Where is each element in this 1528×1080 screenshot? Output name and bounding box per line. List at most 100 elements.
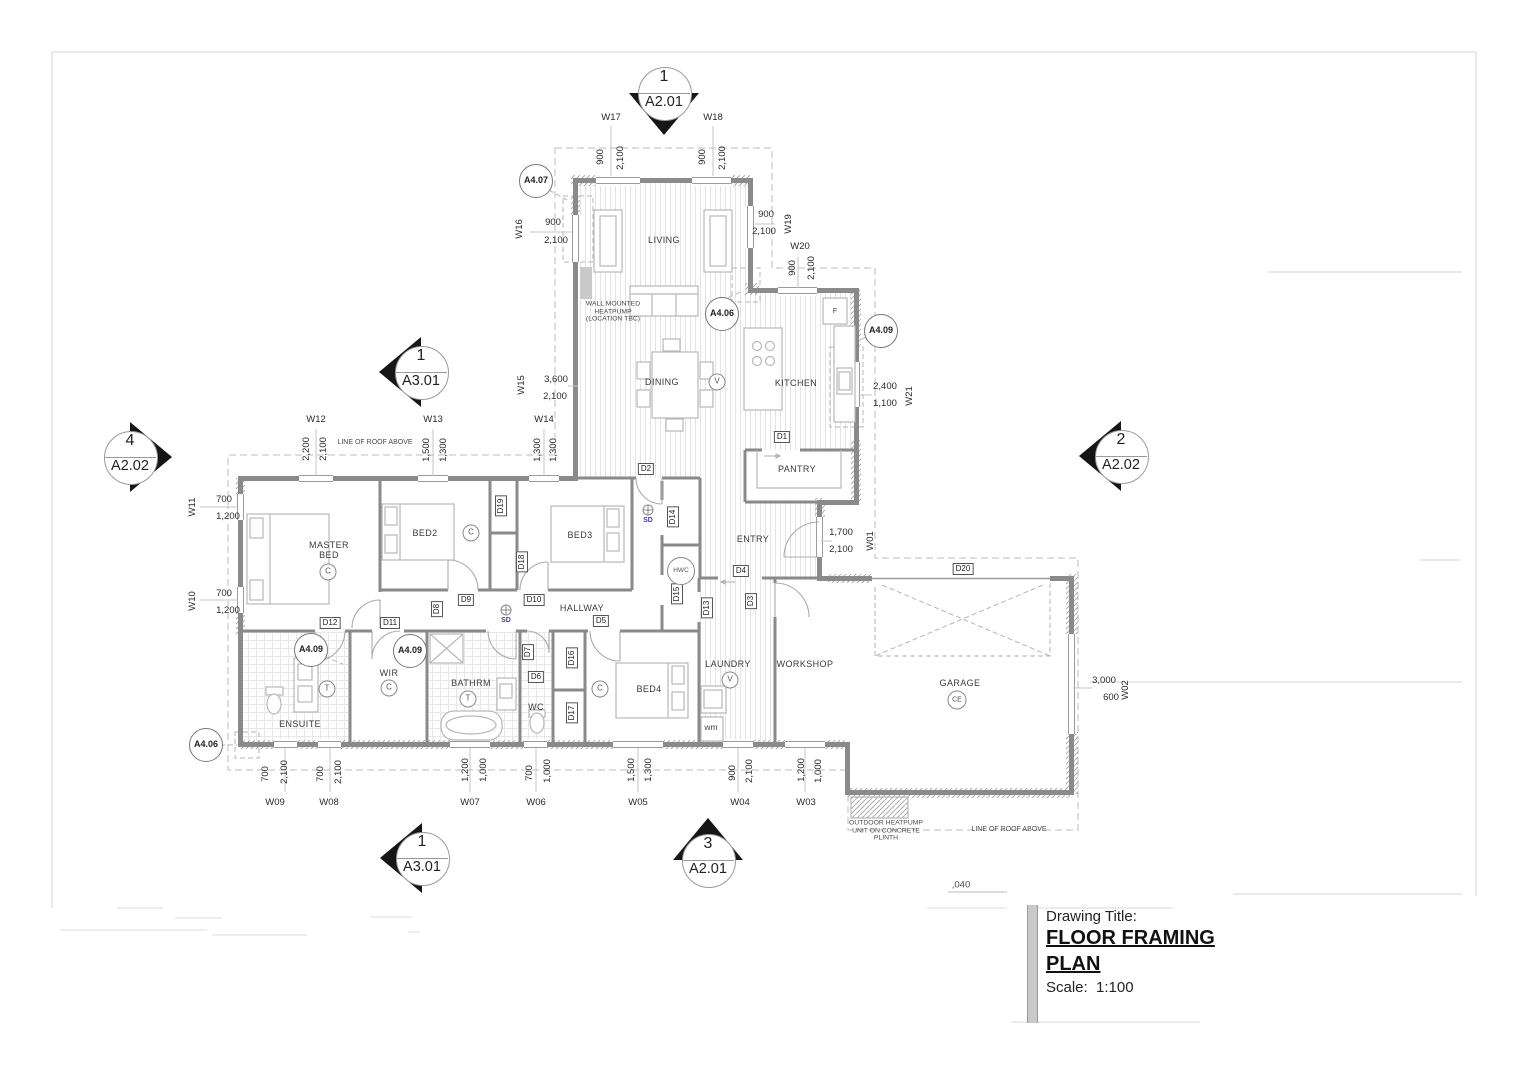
note-wm: wm xyxy=(704,722,718,733)
dimension-text: 1,300 xyxy=(437,438,449,462)
sheet-border xyxy=(51,51,1477,908)
titleblock-bar xyxy=(1027,905,1038,1023)
room-label-bed4: BED4 xyxy=(636,684,662,695)
door-tag-d16: D16 xyxy=(566,647,578,669)
door-tag-d5: D5 xyxy=(592,615,610,627)
door-tag-d6: D6 xyxy=(527,671,545,683)
room-label-dining: DINING xyxy=(645,377,679,388)
room-label-kitchen: KITCHEN xyxy=(774,378,818,389)
note-line-of-roof-above: LINE OF ROOF ABOVE xyxy=(337,439,413,447)
dimension-text: 900 xyxy=(594,149,606,165)
smoke-detector-icon xyxy=(500,604,512,616)
smoke-detector-label: SD xyxy=(643,517,653,525)
window-tag-w10: W10 xyxy=(186,591,198,611)
symbol-ce: CE xyxy=(947,690,967,710)
room-label-pantry: PANTRY xyxy=(777,464,817,475)
window-tag-w11: W11 xyxy=(186,497,198,517)
detail-callout-a4-06: A4.06 xyxy=(705,297,739,331)
dimension-text: 2,100 xyxy=(752,225,776,237)
dimension-text: 2,100 xyxy=(805,256,817,280)
door-tag-d14: D14 xyxy=(667,506,679,528)
dimension-text: 1,300 xyxy=(642,758,654,782)
smoke-detector-label: SD xyxy=(501,617,511,625)
dimension-text: 3,600 xyxy=(544,373,568,385)
symbol-c: C xyxy=(462,524,480,542)
room-label-entry: ENTRY xyxy=(736,534,770,545)
section-marker-number: 2 xyxy=(1116,431,1126,448)
dimension-text: 900 xyxy=(726,765,738,781)
door-tag-d12: D12 xyxy=(319,617,341,629)
door-tag-d4: D4 xyxy=(732,565,750,577)
room-label-wc: WC xyxy=(528,702,544,713)
detail-callout-a4-07: A4.07 xyxy=(519,164,553,198)
dimension-text: 2,200 xyxy=(300,437,312,461)
note-wall-mounted: WALL MOUNTED HEATPUMP (LOCATION TBC) xyxy=(585,300,641,323)
dimension-text: 900 xyxy=(758,208,774,220)
note-outdoor-heatpump: OUTDOOR HEATPUMP UNIT ON CONCRETE PLINTH xyxy=(849,819,923,842)
door-tag-d3: D3 xyxy=(745,592,757,610)
dimension-text: 1,200 xyxy=(216,604,240,616)
window-tag-w17: W17 xyxy=(601,111,621,123)
window-tag-w16: W16 xyxy=(513,219,525,239)
dimension-text: 1,300 xyxy=(531,438,543,462)
door-tag-d9: D9 xyxy=(457,594,475,606)
title-block: Drawing Title: FLOOR FRAMING PLAN Scale:… xyxy=(1046,908,1306,996)
window-tag-w06: W06 xyxy=(526,796,546,808)
dimension-text: 2,100 xyxy=(544,234,568,246)
dimension-text: 700 xyxy=(216,493,232,505)
section-marker-number: 1 xyxy=(416,347,426,364)
drawing-title-label: Drawing Title: xyxy=(1046,908,1137,925)
room-label-master-bed: MASTER BED xyxy=(309,540,349,560)
dimension-text: 2,100 xyxy=(317,437,329,461)
section-marker-sheet: A2.02 xyxy=(1102,457,1140,473)
furniture xyxy=(246,209,909,819)
room-label-wir: WIR xyxy=(379,668,399,679)
section-marker-sheet: A3.01 xyxy=(402,373,440,389)
dimension-text: 1,200 xyxy=(795,758,807,782)
window-tag-w01: W01 xyxy=(864,531,876,551)
detail-callout-a4-06: A4.06 xyxy=(189,728,223,762)
door-tag-d10: D10 xyxy=(523,594,545,606)
dimension-text: 700 xyxy=(259,766,271,782)
dimension-text: 1,200 xyxy=(216,510,240,522)
dimension-text: 1,200 xyxy=(459,758,471,782)
drawing-title-line1: FLOOR FRAMING xyxy=(1046,927,1215,949)
dimension-text: 600 xyxy=(1103,691,1119,703)
room-label-laundry: LAUNDRY xyxy=(705,659,751,670)
dimension-text: 2,400 xyxy=(873,380,897,392)
dimension-text: 2,100 xyxy=(743,759,755,783)
window-tag-w03: W03 xyxy=(796,796,816,808)
section-marker-number: 1 xyxy=(417,833,427,850)
room-label-workshop: WORKSHOP xyxy=(776,659,834,670)
room-label-garage: GARAGE xyxy=(939,678,981,689)
dimension-text: 700 xyxy=(523,765,535,781)
window-tag-w02: W02 xyxy=(1119,680,1131,700)
dimension-text: 2,100 xyxy=(543,390,567,402)
windows xyxy=(235,175,1077,750)
detail-callout-a4-09: A4.09 xyxy=(864,314,898,348)
symbol-c: C xyxy=(380,679,398,697)
section-marker-sheet: A3.01 xyxy=(403,859,441,875)
dimension-text: 1,500 xyxy=(625,758,637,782)
symbol-hwc: HWC xyxy=(667,557,695,585)
interior-walls xyxy=(240,448,857,745)
dimension-text: 2,100 xyxy=(614,146,626,170)
window-tag-w05: W05 xyxy=(628,796,648,808)
door-tag-d20: D20 xyxy=(952,563,974,575)
room-label-living: LIVING xyxy=(648,235,680,246)
detail-callout-a4-09: A4.09 xyxy=(294,633,328,667)
dimension-text: 900 xyxy=(696,149,708,165)
door-tag-d11: D11 xyxy=(379,617,401,629)
note-line-of-roof-above: LINE OF ROOF ABOVE xyxy=(971,826,1047,834)
section-marker-number: 3 xyxy=(703,835,713,852)
drawing-scale: Scale: 1:100 xyxy=(1046,979,1134,996)
section-marker-sheet: A2.02 xyxy=(111,458,149,474)
room-label-bed3: BED3 xyxy=(567,530,593,541)
section-marker-sheet: A2.01 xyxy=(689,861,727,877)
symbol-v: V xyxy=(708,373,726,391)
window-tag-w20: W20 xyxy=(790,240,810,252)
room-label-bathrm: BATHRM xyxy=(451,678,491,689)
dimension-text: 2,100 xyxy=(829,543,853,555)
symbol-t: T xyxy=(318,680,336,698)
